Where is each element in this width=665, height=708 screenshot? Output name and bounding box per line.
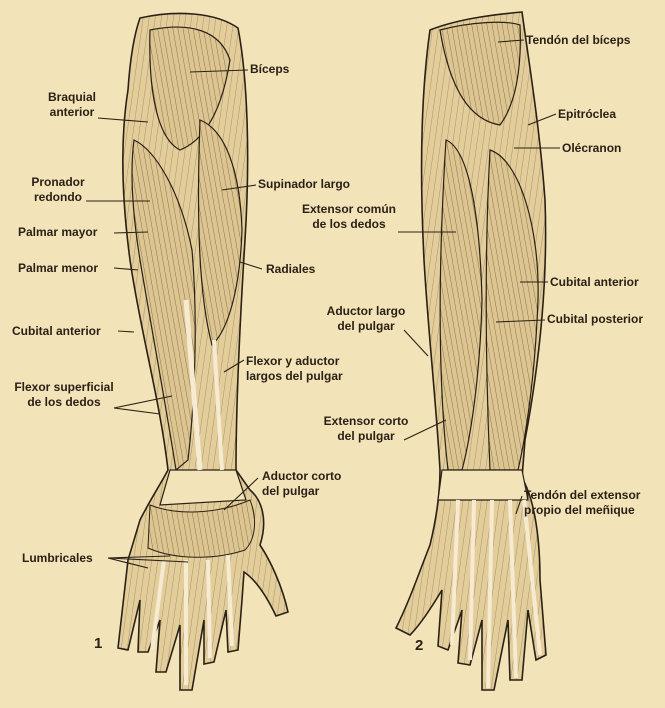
- figure-1-anterior-forearm: [118, 13, 288, 690]
- figure-1-number: 1: [94, 635, 102, 652]
- cubital-posterior-label: Cubital posterior: [547, 312, 643, 326]
- aductor-largo-leader-line: [404, 330, 428, 356]
- cubital-anterior-leader-line: [118, 331, 134, 332]
- palmar-mayor-label: Palmar mayor: [18, 225, 98, 239]
- supinador-label: Supinador largo: [258, 177, 350, 191]
- figure-2-posterior-forearm: [396, 12, 546, 690]
- cubital-anterior-2-label: Cubital anterior: [550, 275, 639, 289]
- tendon-biceps-label: Tendón del bíceps: [526, 33, 631, 47]
- biceps-label: Bíceps: [250, 62, 290, 76]
- radiales-label: Radiales: [266, 262, 316, 276]
- figure-2-number: 2: [415, 637, 423, 654]
- lumbricales-label: Lumbricales: [22, 551, 93, 565]
- flexor-superficial-leader-line: [114, 408, 160, 414]
- cubital-anterior-label: Cubital anterior: [12, 324, 101, 338]
- olecranon-label: Olécranon: [562, 141, 621, 155]
- palmar-menor-label: Palmar menor: [18, 261, 98, 275]
- epitroclea-label: Epitróclea: [558, 107, 616, 121]
